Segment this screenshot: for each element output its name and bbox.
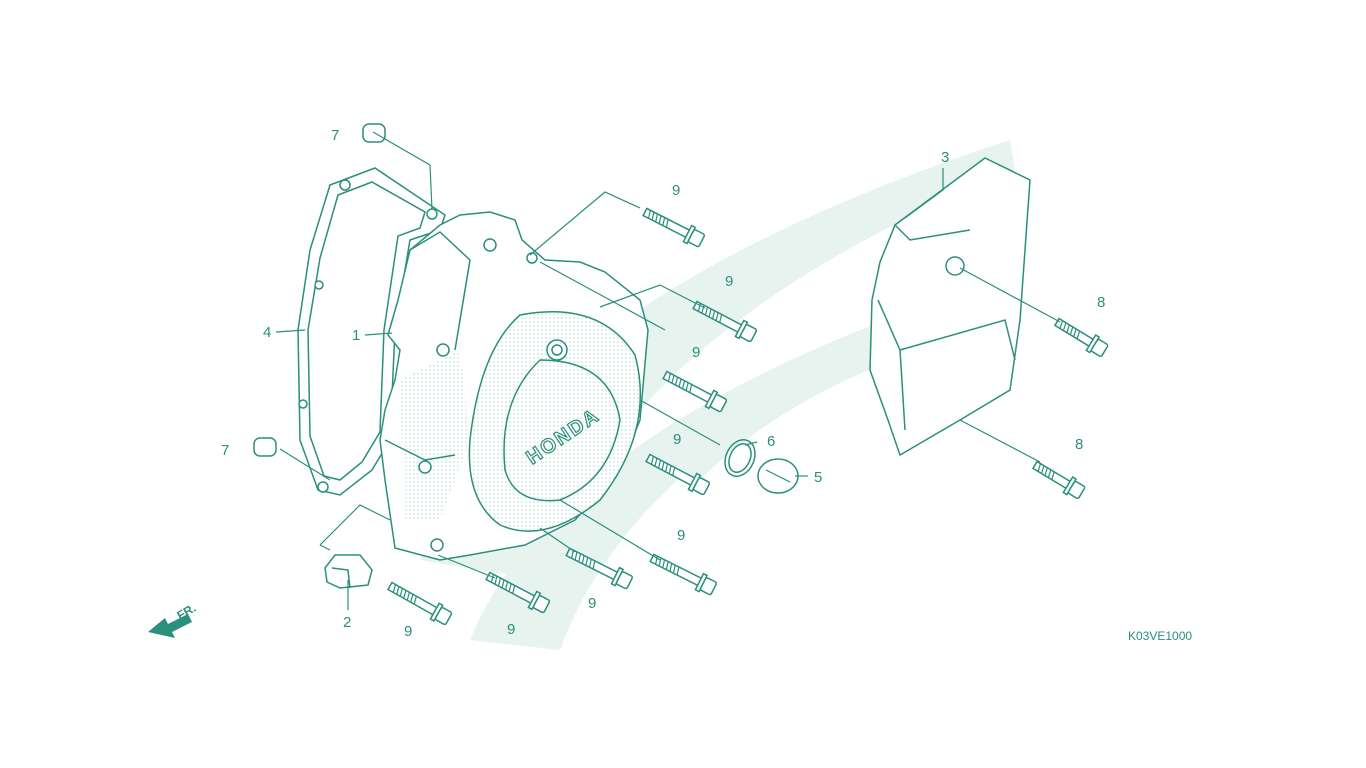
callout-4: 4 (263, 324, 271, 341)
callout-8-lower: 8 (1075, 436, 1083, 453)
flange-bolt (692, 300, 758, 343)
flange-bolt (1031, 460, 1086, 500)
callout-9-a: 9 (672, 182, 680, 199)
callout-7-lower: 7 (221, 442, 229, 459)
sprocket-cover-part (869, 157, 1031, 457)
clamp-part (324, 554, 373, 589)
dowel-pin-part (253, 123, 386, 457)
callout-3: 3 (941, 149, 949, 166)
timing-hole-cap-part (757, 458, 799, 494)
callout-labels: 1 2 3 4 5 6 7 7 8 8 9 9 9 9 9 9 9 9 (221, 127, 1105, 640)
callout-8-upper: 8 (1097, 294, 1105, 311)
flange-bolt (485, 571, 551, 614)
flange-bolt (387, 581, 453, 626)
callout-9-g: 9 (507, 621, 515, 638)
callout-9-d: 9 (673, 431, 681, 448)
flange-bolt (1053, 317, 1109, 358)
callout-9-h: 9 (404, 623, 412, 640)
callout-7-upper: 7 (331, 127, 339, 144)
diagram-reference-code: K03VE1000 (1128, 629, 1192, 643)
flange-bolt (662, 370, 728, 413)
callout-9-e: 9 (677, 527, 685, 544)
left-crankcase-cover-part: HONDA (379, 211, 649, 561)
callout-9-f: 9 (588, 595, 596, 612)
callout-1: 1 (352, 327, 360, 344)
callout-9-b: 9 (725, 273, 733, 290)
callout-2: 2 (343, 614, 351, 631)
callout-5: 5 (814, 469, 822, 486)
flange-bolt (565, 547, 633, 590)
flange-bolt (645, 453, 711, 496)
callout-9-c: 9 (692, 344, 700, 361)
leader-lines (275, 131, 1061, 610)
flange-bolt (649, 553, 717, 596)
callout-6: 6 (767, 433, 775, 450)
flange-bolt (642, 207, 706, 248)
front-direction-arrow: FR. (148, 601, 198, 638)
